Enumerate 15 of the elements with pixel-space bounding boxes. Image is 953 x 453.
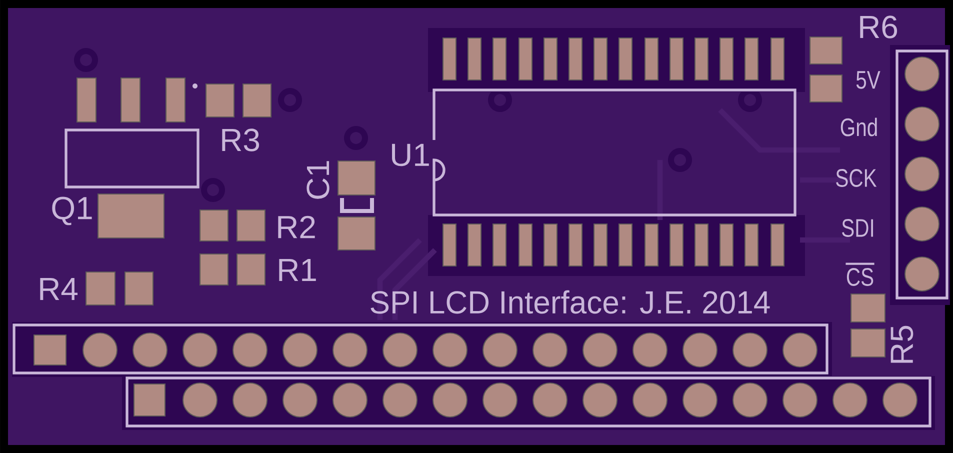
part-label: Q1	[52, 196, 92, 226]
part-label: R4	[40, 278, 78, 300]
part-label: R3	[222, 128, 260, 152]
part-label: R1	[279, 258, 316, 281]
part-label: U1	[392, 144, 429, 166]
pin-label: 5V	[856, 71, 880, 89]
pin-label: SCK	[836, 169, 877, 187]
board-title: SPI LCD Interface: J.E. 2014	[370, 290, 770, 314]
pin-label: CS	[846, 262, 874, 286]
pin-label: Gnd	[840, 118, 877, 136]
part-label: R5	[890, 326, 914, 363]
part-label: R6	[860, 16, 898, 38]
part-label: R2	[278, 216, 315, 238]
pin-label: SDI	[842, 219, 874, 237]
part-label: C1	[306, 161, 330, 199]
